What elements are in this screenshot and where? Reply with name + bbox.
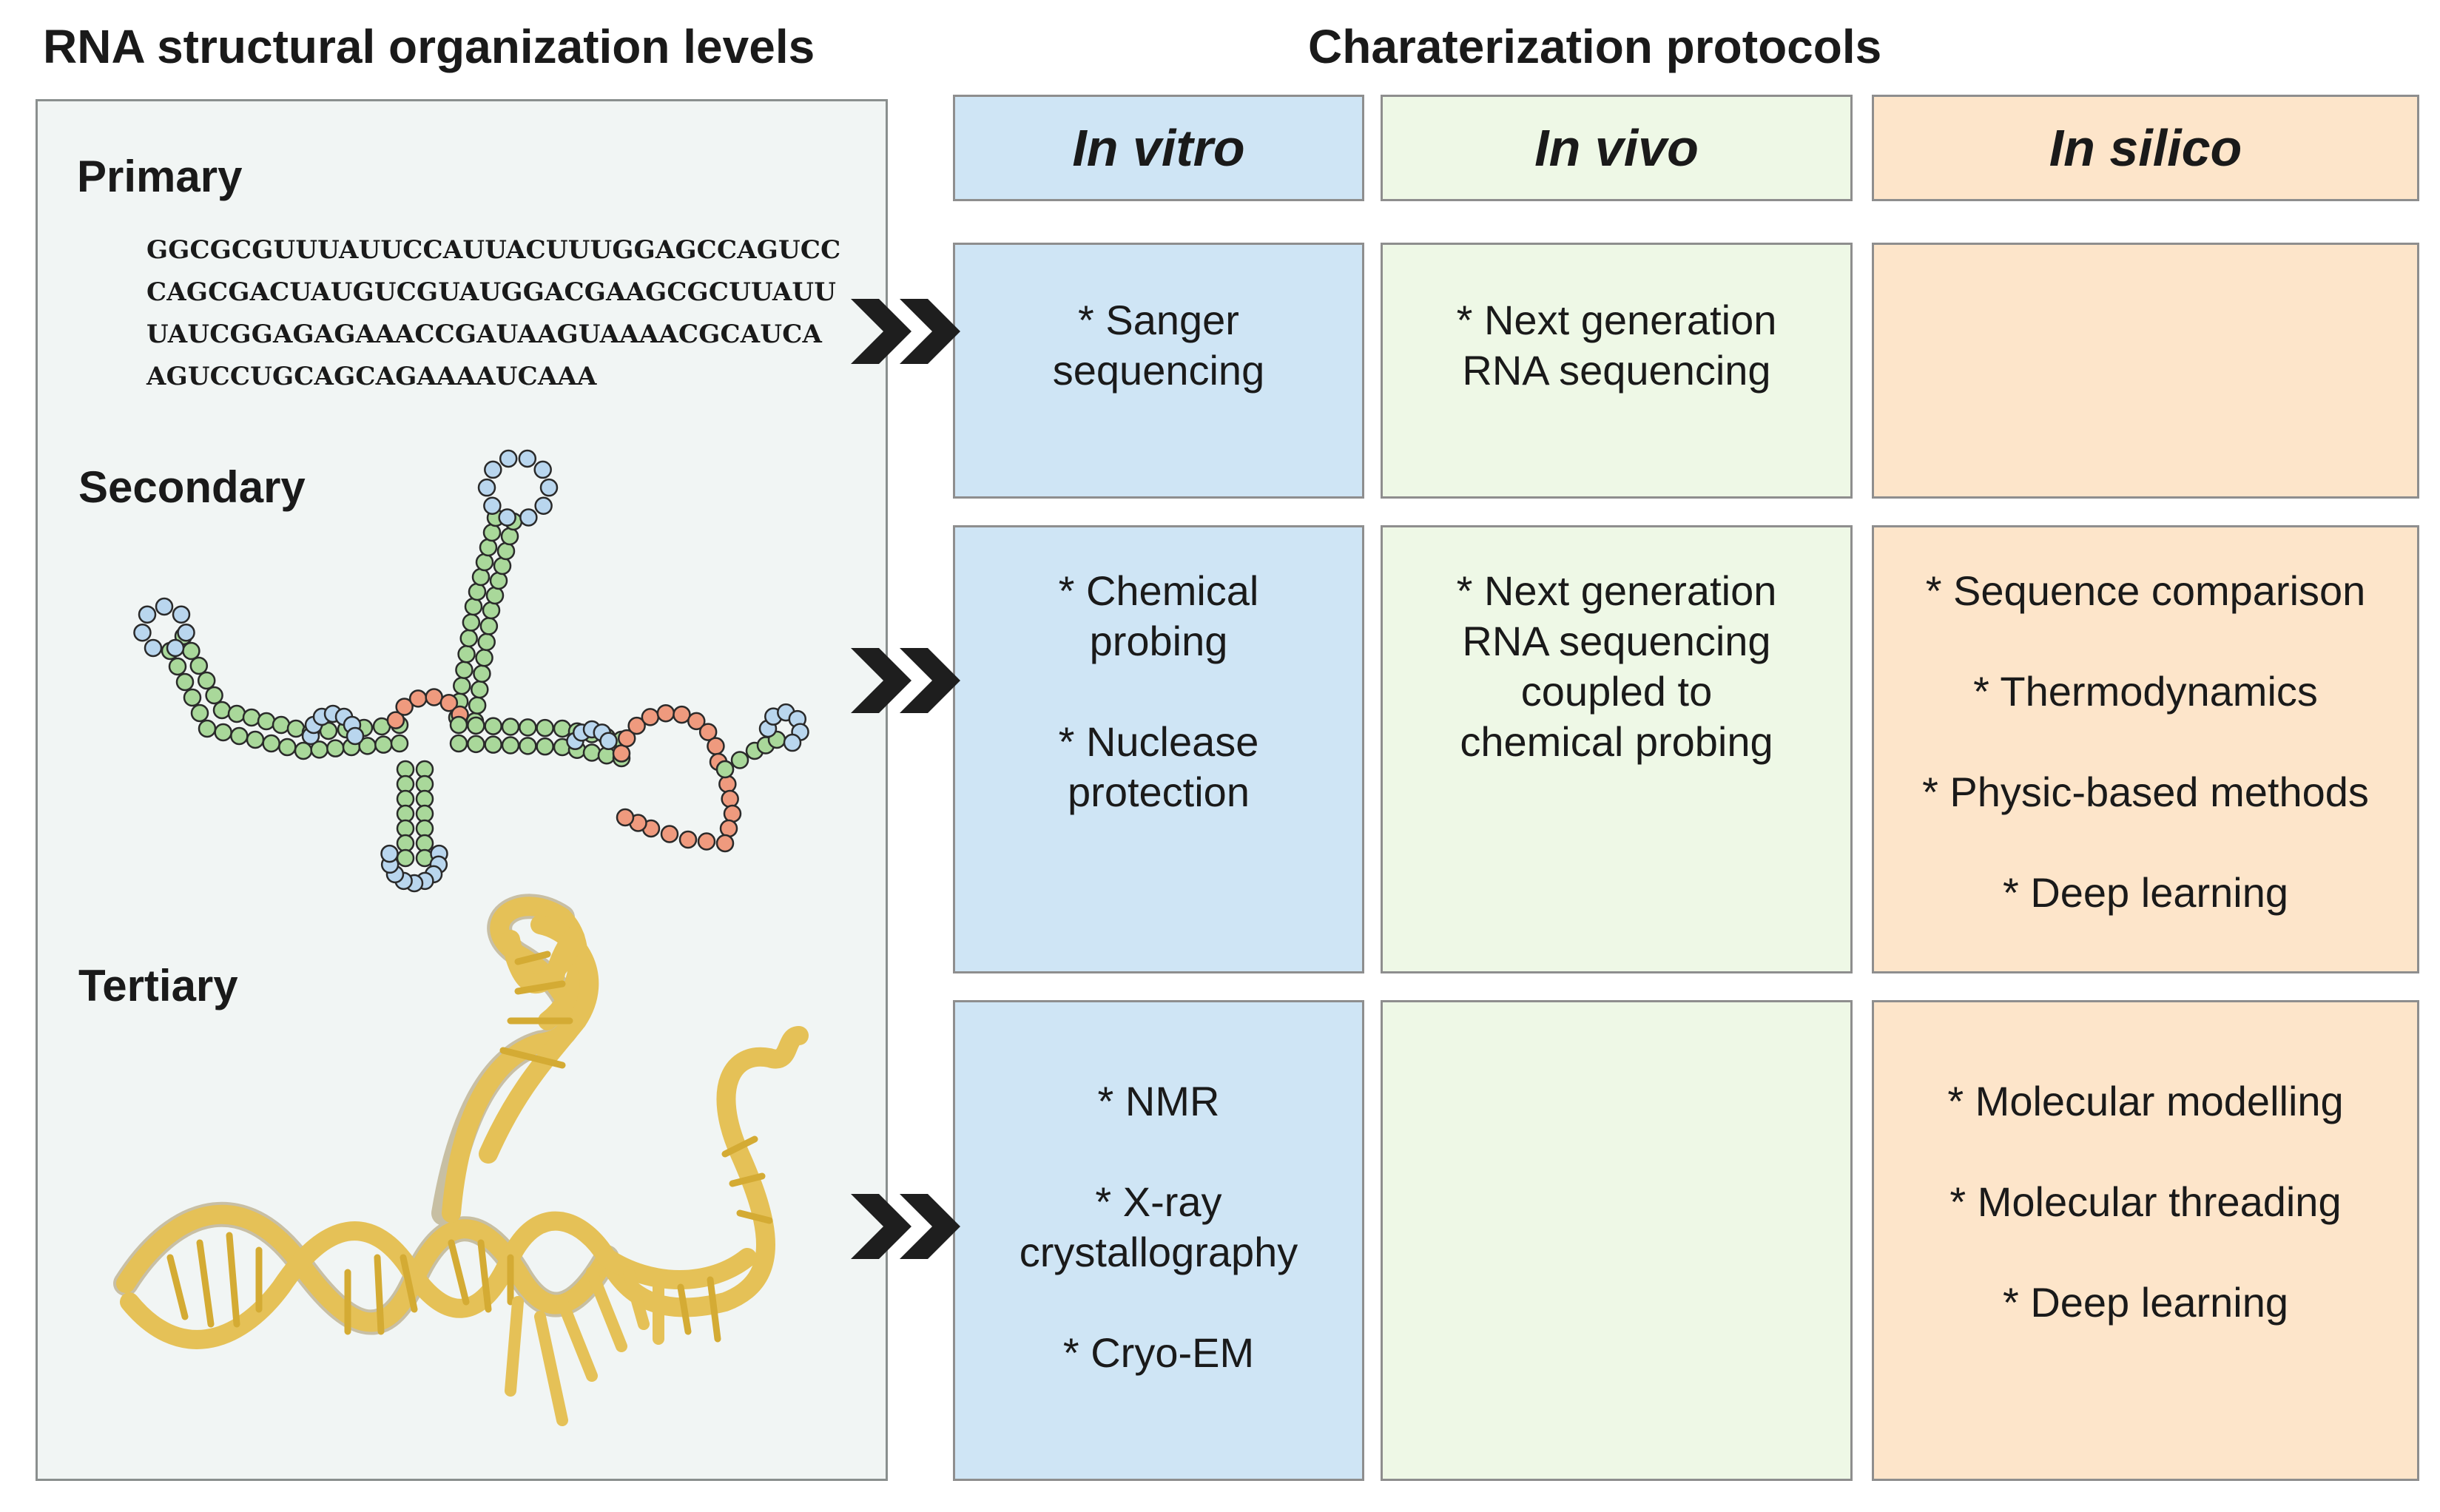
double-chevron-arrow-icon: [851, 299, 960, 364]
column-header-in-vitro: In vitro: [953, 95, 1364, 201]
level-secondary-label: Secondary: [78, 462, 306, 512]
cell-secondary-in-silico: * Sequence comparison * Thermodynamics *…: [1872, 525, 2419, 973]
method-item: * Physic-based methods: [1922, 769, 2369, 815]
column-header-in-silico: In silico: [1872, 95, 2419, 201]
column-header-text: In vitro: [1072, 119, 1245, 177]
cell-tertiary-in-silico: * Molecular modelling * Molecular thread…: [1872, 1000, 2419, 1481]
method-item: * NMR: [1097, 1078, 1220, 1124]
sequence-line: CAGCGACUAUGUCGUAUGGACGAAGCGCUUAUU: [146, 277, 837, 307]
method-item: * Molecular modelling: [1947, 1078, 2344, 1124]
method-item: * Next generation RNA sequencing: [1456, 297, 1777, 394]
cell-primary-in-vivo: * Next generation RNA sequencing: [1381, 243, 1853, 499]
sequence-line: AGUCCUGCAGCAGAAAAUCAAA: [146, 362, 597, 391]
method-item: * Cryo-EM: [1062, 1329, 1255, 1376]
column-header-text: In silico: [2049, 119, 2242, 177]
method-item: * Nuclease protection: [1058, 718, 1259, 815]
primary-sequence: GGCGCGUUUAUUCCAUUACUUUGGAGCCAGUCC CAGCGA…: [146, 229, 840, 398]
cell-tertiary-in-vivo: [1381, 1000, 1853, 1481]
cell-primary-in-vitro: * Sanger sequencing: [953, 243, 1364, 499]
method-item: * Chemical probing: [1058, 567, 1259, 664]
double-chevron-arrow-icon: [851, 648, 960, 713]
right-heading: Charaterization protocols: [1308, 20, 1882, 73]
method-item: * Sequence comparison: [1925, 567, 2366, 614]
cell-secondary-in-vitro: * Chemical probing * Nuclease protection: [953, 525, 1364, 973]
method-item: * X-ray crystallography: [1019, 1178, 1298, 1275]
double-chevron-arrow-icon: [851, 1194, 960, 1259]
cell-secondary-in-vivo: * Next generation RNA sequencing coupled…: [1381, 525, 1853, 973]
sequence-line: UAUCGGAGAGAAACCGAUAAGUAAAACGCAUCA: [146, 320, 823, 349]
cell-tertiary-in-vitro: * NMR * X-ray crystallography * Cryo-EM: [953, 1000, 1364, 1481]
left-heading: RNA structural organization levels: [43, 20, 815, 73]
level-primary-label: Primary: [77, 152, 243, 201]
method-item: * Sanger sequencing: [1052, 297, 1265, 394]
level-tertiary-label: Tertiary: [78, 961, 238, 1010]
method-item: * Deep learning: [2002, 1279, 2289, 1326]
method-item: * Deep learning: [2002, 869, 2289, 916]
column-header-in-vivo: In vivo: [1381, 95, 1853, 201]
sequence-line: GGCGCGUUUAUUCCAUUACUUUGGAGCCAGUCC: [146, 235, 841, 265]
method-item: * Thermodynamics: [1973, 668, 2318, 715]
method-item: * Molecular threading: [1949, 1178, 2342, 1225]
cell-primary-in-silico: [1872, 243, 2419, 499]
column-header-text: In vivo: [1534, 119, 1699, 177]
method-item: * Next generation RNA sequencing coupled…: [1456, 567, 1777, 765]
